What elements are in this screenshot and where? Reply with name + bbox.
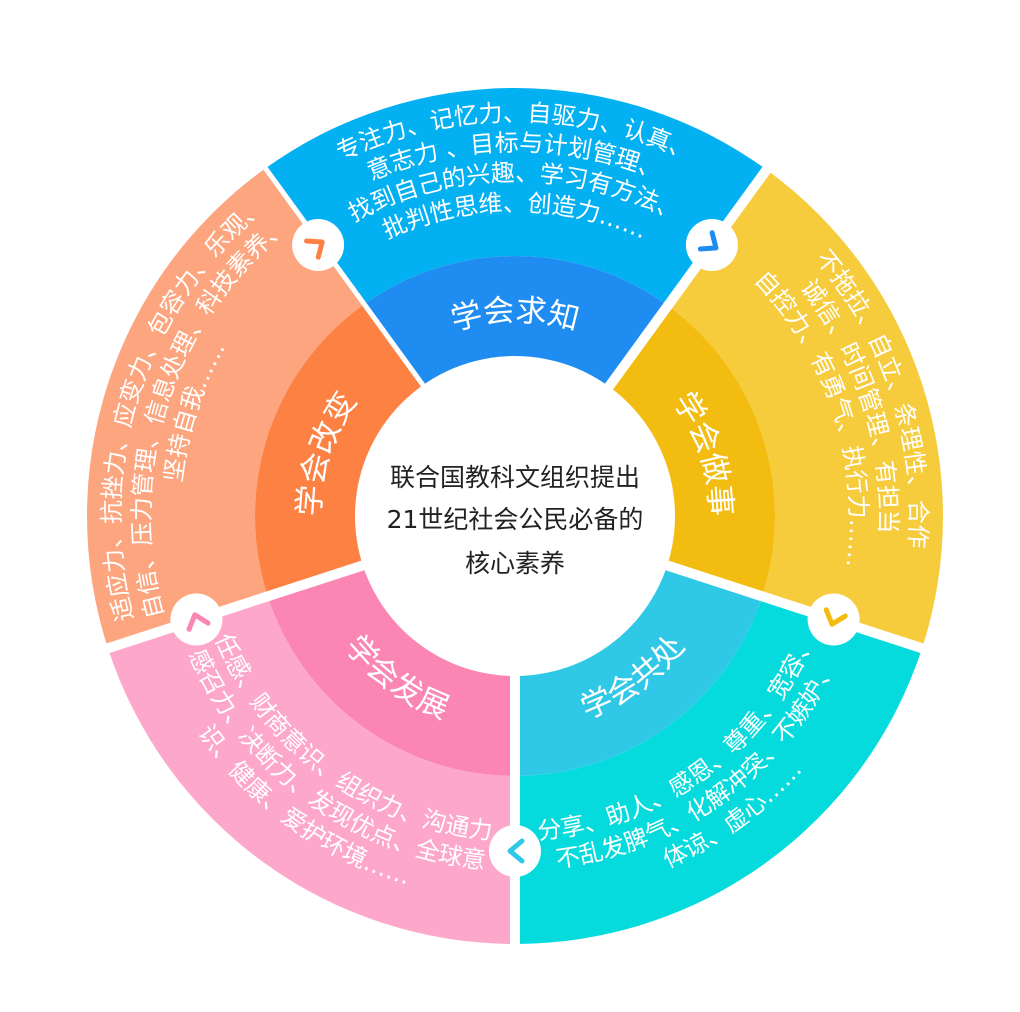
- segment-divider: [596, 150, 783, 402]
- segment-fa-outer: [107, 596, 515, 944]
- chevron-badge: [489, 825, 541, 877]
- chevron-badge-circle: [807, 593, 860, 646]
- chevron-badge-circle: [292, 218, 345, 271]
- chevron-icon: [507, 838, 525, 864]
- segment-divider: [87, 556, 379, 660]
- segment-bian: 学会改变适应力、抗挫力、应变力、包容力、乐观、自信、压力管理、信息处理、科技素养…: [87, 169, 427, 660]
- chevron-badge: [807, 593, 860, 646]
- segment-shi-outer: [667, 169, 943, 649]
- center-line-1: 联合国教科文组织提出: [390, 463, 640, 492]
- chevron-icon: [186, 612, 211, 632]
- chevron-badge-circle: [170, 593, 223, 646]
- segment-bian-inner: [255, 305, 427, 597]
- center-line-2: 21世纪社会公民必备的: [387, 505, 644, 534]
- chevron-badge: [170, 593, 223, 646]
- center-circle: [355, 356, 675, 676]
- chevron-icon: [697, 230, 719, 252]
- chevron-badge-circle: [685, 218, 738, 271]
- chevron-badge: [685, 218, 738, 271]
- chevrons-layer: [170, 218, 860, 877]
- segment-chu-outer: [515, 596, 923, 944]
- chevron-badge: [292, 218, 345, 271]
- segment-bian-outer: [87, 169, 363, 649]
- segment-zhi-outer: [263, 88, 767, 306]
- segment-divider: [651, 556, 943, 660]
- chevron-icon: [304, 238, 325, 260]
- chevron-icon: [823, 607, 848, 627]
- segment-fa-inner: [267, 562, 515, 776]
- segment-chu: 学会共处分享、助人、感恩、尊重、宽容、不乱发脾气、化解冲突、不嫉妒、体谅、虚心……: [515, 556, 943, 944]
- segment-shi: 学会做事不拖拉、自立、条理性、合作诚信、时间管理、有担当自控力、有勇气、执行力……: [596, 150, 943, 649]
- segment-zhi-inner: [362, 256, 668, 395]
- center-line-3: 核心素养: [465, 549, 565, 578]
- segment-chu-inner: [515, 562, 763, 776]
- segment-shi-inner: [603, 305, 775, 597]
- chevron-badge-circle: [489, 825, 541, 877]
- center-layer: 联合国教科文组织提出 21世纪社会公民必备的 核心素养: [355, 356, 675, 676]
